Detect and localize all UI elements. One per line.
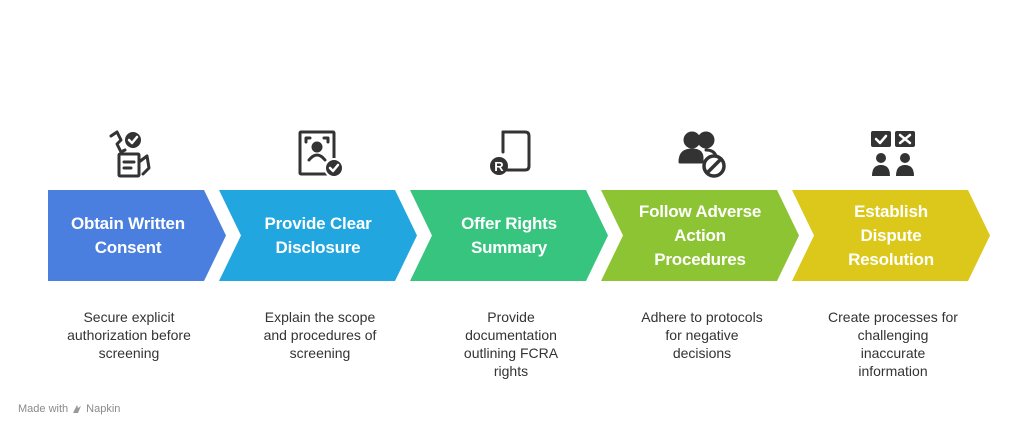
step-arrow-4 — [601, 190, 799, 281]
napkin-logo-icon — [73, 405, 82, 413]
hand-check-form-icon — [103, 128, 155, 180]
napkin-brand-label: Napkin — [86, 403, 121, 415]
people-check-x-icon — [867, 128, 919, 180]
made-with-label: Made with — [18, 403, 69, 415]
step-description-5: Create processes for challenging inaccur… — [828, 309, 958, 379]
step-description-2: Explain the scope and procedures of scre… — [263, 309, 377, 361]
step-description-1: Secure explicit authorization before scr… — [67, 309, 191, 361]
step-title-4: Follow Adverse Action Procedures — [638, 201, 762, 269]
registered-document-icon: R — [485, 128, 537, 180]
step-arrow-5 — [792, 190, 990, 281]
made-with-napkin: Made with Napkin — [18, 403, 120, 415]
step-arrow-1 — [48, 190, 226, 281]
step-description-3: Provide documentation outlining FCRA rig… — [463, 309, 559, 379]
step-title-1: Obtain Written Consent — [71, 213, 185, 257]
users-blocked-icon — [676, 128, 728, 180]
step-description-4: Adhere to protocols for negative decisio… — [641, 309, 763, 361]
step-arrow-3 — [410, 190, 608, 281]
step-title-5: Establish Dispute Resolution — [848, 201, 934, 269]
step-arrow-2 — [219, 190, 417, 281]
person-document-check-icon — [294, 128, 346, 180]
step-title-2: Provide Clear Disclosure — [264, 213, 372, 257]
step-title-3: Offer Rights Summary — [461, 213, 557, 257]
svg-text:R: R — [494, 159, 504, 174]
